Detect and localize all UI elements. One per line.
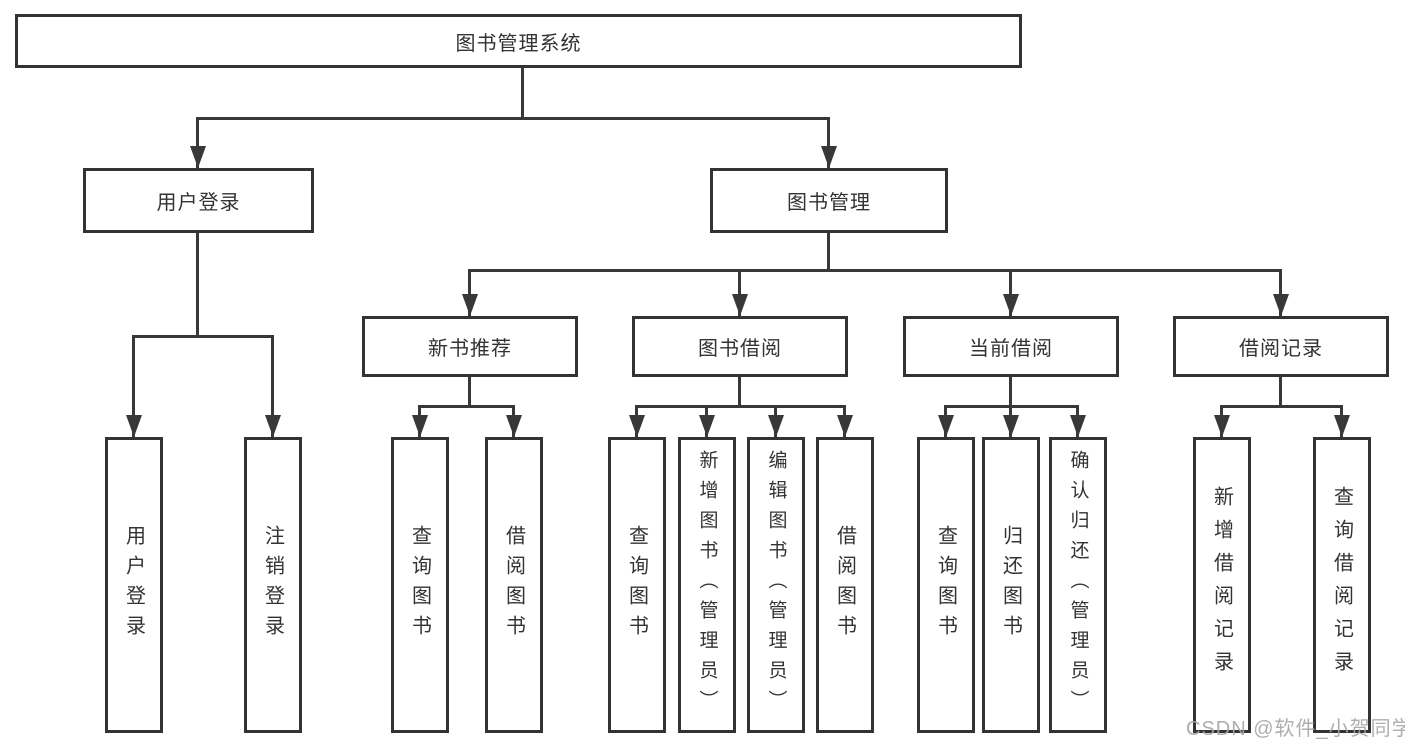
leaf-query-books-3: 查询图书 bbox=[917, 437, 975, 733]
csdn-watermark: CSDN @软件_小贺同学 bbox=[1186, 718, 1405, 740]
connector bbox=[468, 377, 471, 407]
connector bbox=[1279, 269, 1282, 316]
node-current-borrow: 当前借阅 bbox=[903, 316, 1119, 377]
arrowhead bbox=[1003, 415, 1019, 437]
connector bbox=[418, 405, 515, 408]
connector bbox=[271, 335, 274, 437]
connector bbox=[827, 117, 830, 168]
arrowhead bbox=[412, 415, 428, 437]
connector bbox=[1220, 405, 1343, 408]
arrowhead bbox=[126, 415, 142, 437]
leaf-confirm-return-admin: 确认归还（管理员） bbox=[1049, 437, 1107, 733]
arrowhead bbox=[265, 415, 281, 437]
connector bbox=[521, 68, 524, 119]
arrowhead bbox=[1070, 415, 1086, 437]
node-borrow-records: 借阅记录 bbox=[1173, 316, 1389, 377]
arrowhead bbox=[1273, 294, 1289, 316]
connector bbox=[132, 335, 135, 437]
connector bbox=[132, 335, 274, 338]
connector bbox=[635, 405, 846, 408]
arrowhead bbox=[837, 415, 853, 437]
connector bbox=[468, 269, 471, 316]
connector bbox=[196, 117, 830, 120]
arrowhead bbox=[190, 146, 206, 168]
arrowhead bbox=[629, 415, 645, 437]
arrowhead bbox=[768, 415, 784, 437]
leaf-borrow-books-2: 借阅图书 bbox=[816, 437, 874, 733]
connector bbox=[1279, 377, 1282, 407]
leaf-borrow-books-1: 借阅图书 bbox=[485, 437, 543, 733]
arrowhead bbox=[1334, 415, 1350, 437]
connector bbox=[196, 233, 199, 337]
leaf-add-book-admin: 新增图书（管理员） bbox=[678, 437, 736, 733]
connector bbox=[827, 233, 830, 272]
node-library-system: 图书管理系统 bbox=[15, 14, 1022, 68]
arrowhead bbox=[732, 294, 748, 316]
leaf-user-login: 用户登录 bbox=[105, 437, 163, 733]
connector bbox=[1009, 269, 1012, 316]
arrowhead bbox=[1003, 294, 1019, 316]
arrowhead bbox=[506, 415, 522, 437]
node-user-login: 用户登录 bbox=[83, 168, 314, 233]
connector bbox=[1009, 377, 1012, 407]
node-book-management: 图书管理 bbox=[710, 168, 948, 233]
leaf-query-borrow-record: 查询借阅记录 bbox=[1313, 437, 1371, 733]
connector bbox=[738, 377, 741, 407]
node-book-borrow: 图书借阅 bbox=[632, 316, 848, 377]
arrowhead bbox=[462, 294, 478, 316]
leaf-query-books-2: 查询图书 bbox=[608, 437, 666, 733]
node-new-book-recommend: 新书推荐 bbox=[362, 316, 578, 377]
arrowhead bbox=[821, 146, 837, 168]
arrowhead bbox=[699, 415, 715, 437]
leaf-edit-book-admin: 编辑图书（管理员） bbox=[747, 437, 805, 733]
arrowhead bbox=[1214, 415, 1230, 437]
connector bbox=[196, 117, 199, 168]
connector bbox=[468, 269, 1282, 272]
leaf-return-book: 归还图书 bbox=[982, 437, 1040, 733]
connector bbox=[738, 269, 741, 316]
arrowhead bbox=[938, 415, 954, 437]
leaf-query-books-1: 查询图书 bbox=[391, 437, 449, 733]
leaf-logout: 注销登录 bbox=[244, 437, 302, 733]
leaf-add-borrow-record: 新增借阅记录 bbox=[1193, 437, 1251, 733]
